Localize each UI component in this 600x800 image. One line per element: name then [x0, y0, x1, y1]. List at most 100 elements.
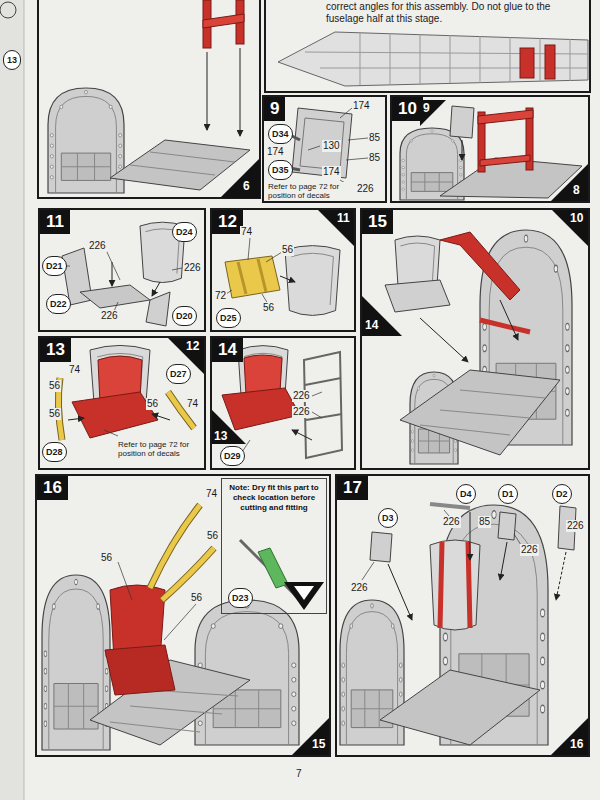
- reference-triangle-number: 13: [214, 429, 227, 443]
- step-15-illustration-part: [420, 318, 468, 362]
- step-12-illustration-part: [280, 276, 295, 282]
- top-left-panel: [38, 0, 260, 198]
- callout-number: 85: [368, 152, 381, 164]
- step-17-illustration-part: [470, 512, 471, 560]
- part-number-circle: D28: [42, 442, 67, 462]
- step-12-illustration-part: [226, 238, 282, 304]
- page-margin-part: [24, 0, 25, 800]
- callout-number: 56: [190, 592, 203, 604]
- part-number-circle: D35: [268, 160, 293, 180]
- step-16-illustration-part: [258, 548, 288, 588]
- step-panel: 16Note: Dry fit this part to check locat…: [35, 474, 331, 757]
- step-15-illustration-part: [500, 300, 518, 340]
- step-13-illustration-part: [152, 414, 170, 420]
- step-number: 11: [40, 210, 70, 234]
- step-15-illustration-part: [400, 370, 560, 455]
- step-9-illustration-part: [292, 108, 352, 178]
- part-number-circle: D21: [42, 256, 67, 276]
- step-number: 17: [337, 476, 368, 500]
- reference-triangle-number: 14: [365, 318, 378, 332]
- step-10-illustration-part: [478, 110, 533, 124]
- step-14-illustration-part: [304, 352, 342, 458]
- step-17-illustration-part: [500, 542, 507, 580]
- reference-triangle-number: 9: [423, 101, 430, 115]
- step-14-illustration-part: [222, 388, 300, 430]
- page-number: 7: [296, 768, 302, 780]
- top-right-panel-part: [520, 48, 534, 78]
- step-16-illustration-part: [110, 690, 238, 732]
- part-number-circle: D3: [378, 508, 398, 528]
- page-margin: [0, 0, 24, 800]
- reference-triangle-number: 16: [570, 737, 583, 751]
- callout-number: 74: [240, 226, 253, 238]
- callout-number: 56: [146, 398, 159, 410]
- step-16-illustration-part: [291, 716, 331, 756]
- callout-number: 56: [100, 552, 113, 564]
- step-15-illustration: [362, 208, 590, 464]
- step-10-illustration: [400, 100, 590, 202]
- callout-number: 226: [183, 262, 202, 274]
- part-number-circle: 13: [3, 50, 21, 70]
- part-number-circle: D23: [228, 588, 253, 608]
- step-9-illustration-part: [308, 108, 368, 189]
- step-17-illustration-part: [380, 670, 540, 745]
- callout-number: 56: [262, 302, 275, 314]
- step-number: 12: [212, 210, 243, 234]
- step-11-illustration-part: [152, 282, 160, 296]
- step-13-illustration-part: [68, 418, 84, 420]
- reference-triangle-number: 6: [243, 179, 250, 193]
- step-14-illustration-part: [292, 430, 312, 440]
- reference-triangle-number: 11: [337, 211, 350, 225]
- callout-number: 56: [281, 244, 294, 256]
- step-15-illustration-part: [362, 296, 402, 336]
- step-11-illustration-part: [146, 292, 170, 326]
- part-number-circle: D24: [172, 222, 197, 242]
- top-left-panel-part: [240, 48, 241, 136]
- step-9-illustration-part: [300, 118, 344, 170]
- callout-number: 72: [214, 290, 227, 302]
- callout-number: 226: [350, 582, 369, 594]
- callout-number: 226: [566, 520, 585, 532]
- page-margin-part: [0, 0, 24, 800]
- step-15-illustration-part: [440, 232, 520, 300]
- callout-number: 85: [478, 516, 491, 528]
- step-17-illustration: [340, 504, 590, 756]
- callout-number: 56: [48, 380, 61, 392]
- part-number-circle: D34: [268, 124, 293, 144]
- top-right-panel-part: [545, 45, 555, 79]
- step-17-illustration-part: [430, 504, 470, 508]
- callout-number: 226: [292, 390, 311, 402]
- callout-number: 226: [100, 310, 119, 322]
- step-16-illustration-part: [162, 548, 214, 600]
- step-11-illustration-part: [112, 262, 113, 286]
- callout-number: 174: [322, 166, 341, 178]
- step-10-illustration-part: [550, 162, 590, 202]
- top-left-panel-part: [207, 52, 208, 130]
- top-left-panel-part: [38, 0, 260, 198]
- part-number-circle: D1: [498, 484, 518, 504]
- step-number: 14: [212, 338, 243, 362]
- top-left-panel-part: [203, 14, 244, 28]
- part-number-circle: D22: [46, 294, 71, 314]
- callout-number: 85: [368, 132, 381, 144]
- step-10-illustration-part: [420, 100, 446, 126]
- step-16-illustration-part: [294, 586, 314, 600]
- step-11-illustration-part: [62, 250, 182, 316]
- step-17-illustration-part: [388, 564, 412, 620]
- step-16-illustration-part: [284, 582, 324, 610]
- step-16-illustration-part: [118, 562, 196, 640]
- top-right-panel: [265, 0, 590, 92]
- part-number-circle: D20: [172, 306, 197, 326]
- part-number-circle: D25: [216, 308, 241, 328]
- reference-triangle-number: 15: [312, 737, 325, 751]
- callout-number: 74: [186, 398, 199, 410]
- step-12-illustration-part: [316, 208, 356, 248]
- step-number: 10: [392, 97, 423, 121]
- callout-number: 74: [205, 488, 218, 500]
- step-12-illustration-part: [285, 246, 340, 316]
- step-14-illustration: [212, 346, 342, 458]
- step-15-illustration-part: [385, 280, 450, 312]
- callout-number: 226: [442, 516, 461, 528]
- note-text: Note: Dry fit this part to check locatio…: [225, 482, 323, 514]
- reference-triangle-number: 8: [573, 183, 580, 197]
